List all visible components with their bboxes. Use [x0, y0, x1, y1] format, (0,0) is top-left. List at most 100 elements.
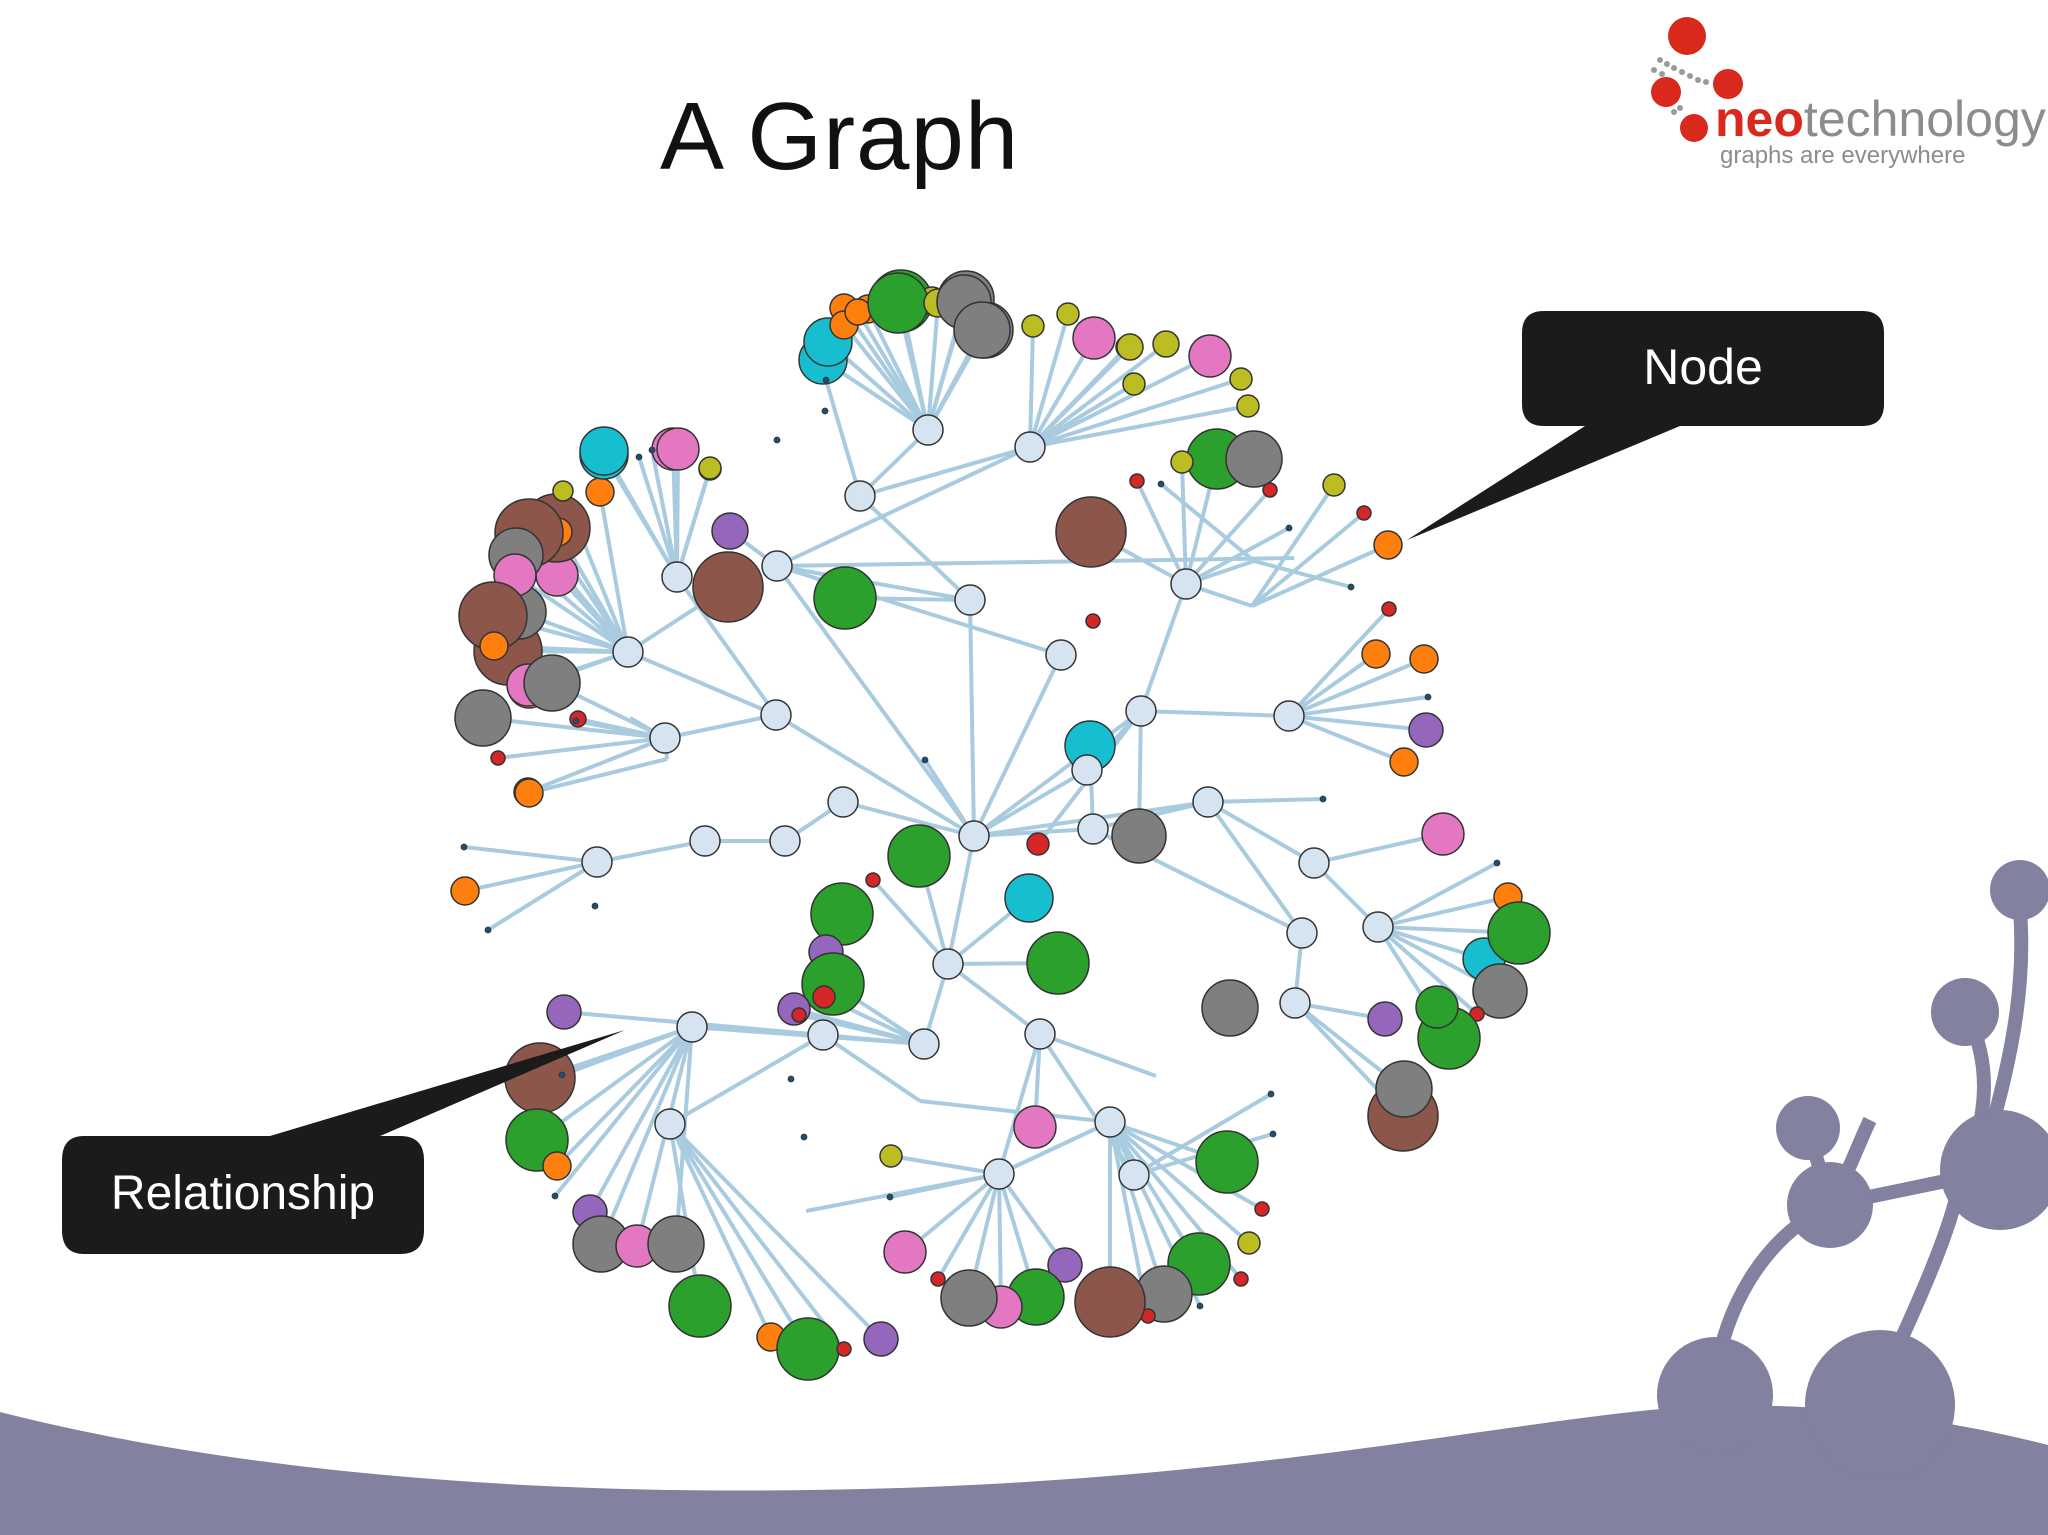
leaf-node: [1026, 832, 1050, 856]
relationship-edge: [972, 768, 1089, 838]
leaf-node: [940, 1269, 998, 1327]
relationship-edge: [1140, 709, 1290, 718]
relationship-edge: [1377, 895, 1509, 929]
hub-node: [932, 948, 964, 980]
relationship-edge: [1288, 657, 1425, 718]
relationship-edge: [1288, 714, 1427, 732]
relationship-edge: [1250, 511, 1366, 608]
leaf-node: [1367, 1001, 1403, 1037]
relationship-edge: [856, 310, 930, 432]
relationship-edge: [650, 449, 679, 578]
relationship-edge: [464, 860, 598, 893]
leaf-node: [558, 1071, 566, 1079]
leaf-node: [1237, 1231, 1261, 1255]
relationship-callout-bubble: [62, 1030, 625, 1254]
relationship-edge: [1207, 800, 1315, 865]
relationship-edge: [1029, 354, 1211, 449]
leaf-node: [930, 1271, 946, 1287]
leaf-node: [1267, 1090, 1275, 1098]
hub-node: [1279, 987, 1311, 1019]
relationship-edge: [1109, 1120, 1263, 1211]
leaf-node: [776, 1317, 840, 1381]
leaf-node: [1047, 1247, 1083, 1283]
leaf-node: [791, 1007, 807, 1023]
leaf-node: [1262, 482, 1278, 498]
hub-node: [1286, 917, 1318, 949]
relationship-edge: [1139, 583, 1188, 712]
leaf-node: [773, 436, 781, 444]
leaf-node: [867, 272, 929, 334]
relationship-edge: [1287, 607, 1391, 718]
leaf-node: [648, 446, 656, 454]
relationship-edge: [1028, 325, 1035, 448]
relationship-edge: [1029, 377, 1242, 449]
hub-node: [676, 1011, 708, 1043]
hub-node: [612, 636, 644, 668]
relationship-edge: [972, 709, 1143, 838]
leaf-node: [542, 1151, 572, 1181]
relationship-edge: [1288, 695, 1429, 718]
leaf-node: [863, 1321, 899, 1357]
leaf-node: [821, 407, 829, 415]
leaf-node: [1285, 524, 1293, 532]
leaf-node: [865, 872, 881, 888]
leaf-node: [1472, 963, 1528, 1019]
leaf-node: [698, 456, 722, 480]
leaf-node: [1111, 808, 1167, 864]
leaf-node: [1026, 931, 1090, 995]
leaf-node: [1116, 333, 1144, 361]
node-callout-label: Node: [1643, 339, 1763, 395]
relationship-edge: [1288, 714, 1405, 764]
leaf-node: [1236, 394, 1260, 418]
leaf-node: [822, 376, 830, 384]
hub-node: [1071, 754, 1103, 786]
relationship-edge: [463, 845, 598, 864]
relationship-edge: [527, 736, 666, 794]
relationship-edge: [599, 1026, 694, 1245]
logo-tagline: graphs are everywhere: [1720, 142, 1966, 169]
leaf-node: [591, 902, 599, 910]
relationship-edge: [775, 564, 976, 838]
relationship-edge: [588, 1026, 694, 1213]
logo-dots-icon: [1651, 17, 1743, 142]
leaf-node: [1409, 644, 1439, 674]
hub-node: [1125, 695, 1157, 727]
leaf-node: [484, 926, 492, 934]
relationship-edge: [1108, 1120, 1251, 1245]
leaf-node: [1375, 1060, 1433, 1118]
leaf-node: [1170, 450, 1194, 474]
relationship-edge: [1376, 925, 1479, 1016]
hub-node: [1192, 786, 1224, 818]
relationship-edge: [1377, 861, 1498, 929]
relationship-edge: [668, 1123, 773, 1338]
leaf-node: [523, 654, 581, 712]
leaf-node: [844, 298, 872, 326]
relationship-edge: [997, 1033, 1042, 1175]
relationship-edge: [926, 302, 940, 431]
leaf-node: [668, 1274, 732, 1338]
hub-node: [908, 1028, 940, 1060]
relationship-edge: [482, 716, 666, 740]
relationship-edge: [664, 713, 777, 740]
relationship-edge: [561, 1025, 693, 1077]
relationship-edge: [497, 736, 666, 760]
relationship-edge: [1028, 345, 1132, 449]
leaf-node: [1072, 316, 1116, 360]
relationship-edge: [824, 379, 862, 497]
relationship-edge: [871, 878, 950, 966]
leaf-node: [479, 631, 509, 661]
leaf-node: [546, 994, 582, 1030]
leaf-node: [579, 426, 629, 476]
node-callout-bubble: [1407, 311, 1884, 540]
leaf-node: [1201, 979, 1259, 1037]
hub-node: [958, 820, 990, 852]
relationship-edge: [821, 1033, 922, 1103]
hub-node: [807, 1019, 839, 1051]
relationship-edge: [528, 757, 668, 795]
relationship-edge: [1207, 797, 1324, 804]
relationship-edge: [936, 1172, 1001, 1281]
leaf-node: [1373, 530, 1403, 560]
relationship-edge: [1251, 543, 1389, 608]
leaf-node: [1347, 583, 1355, 591]
